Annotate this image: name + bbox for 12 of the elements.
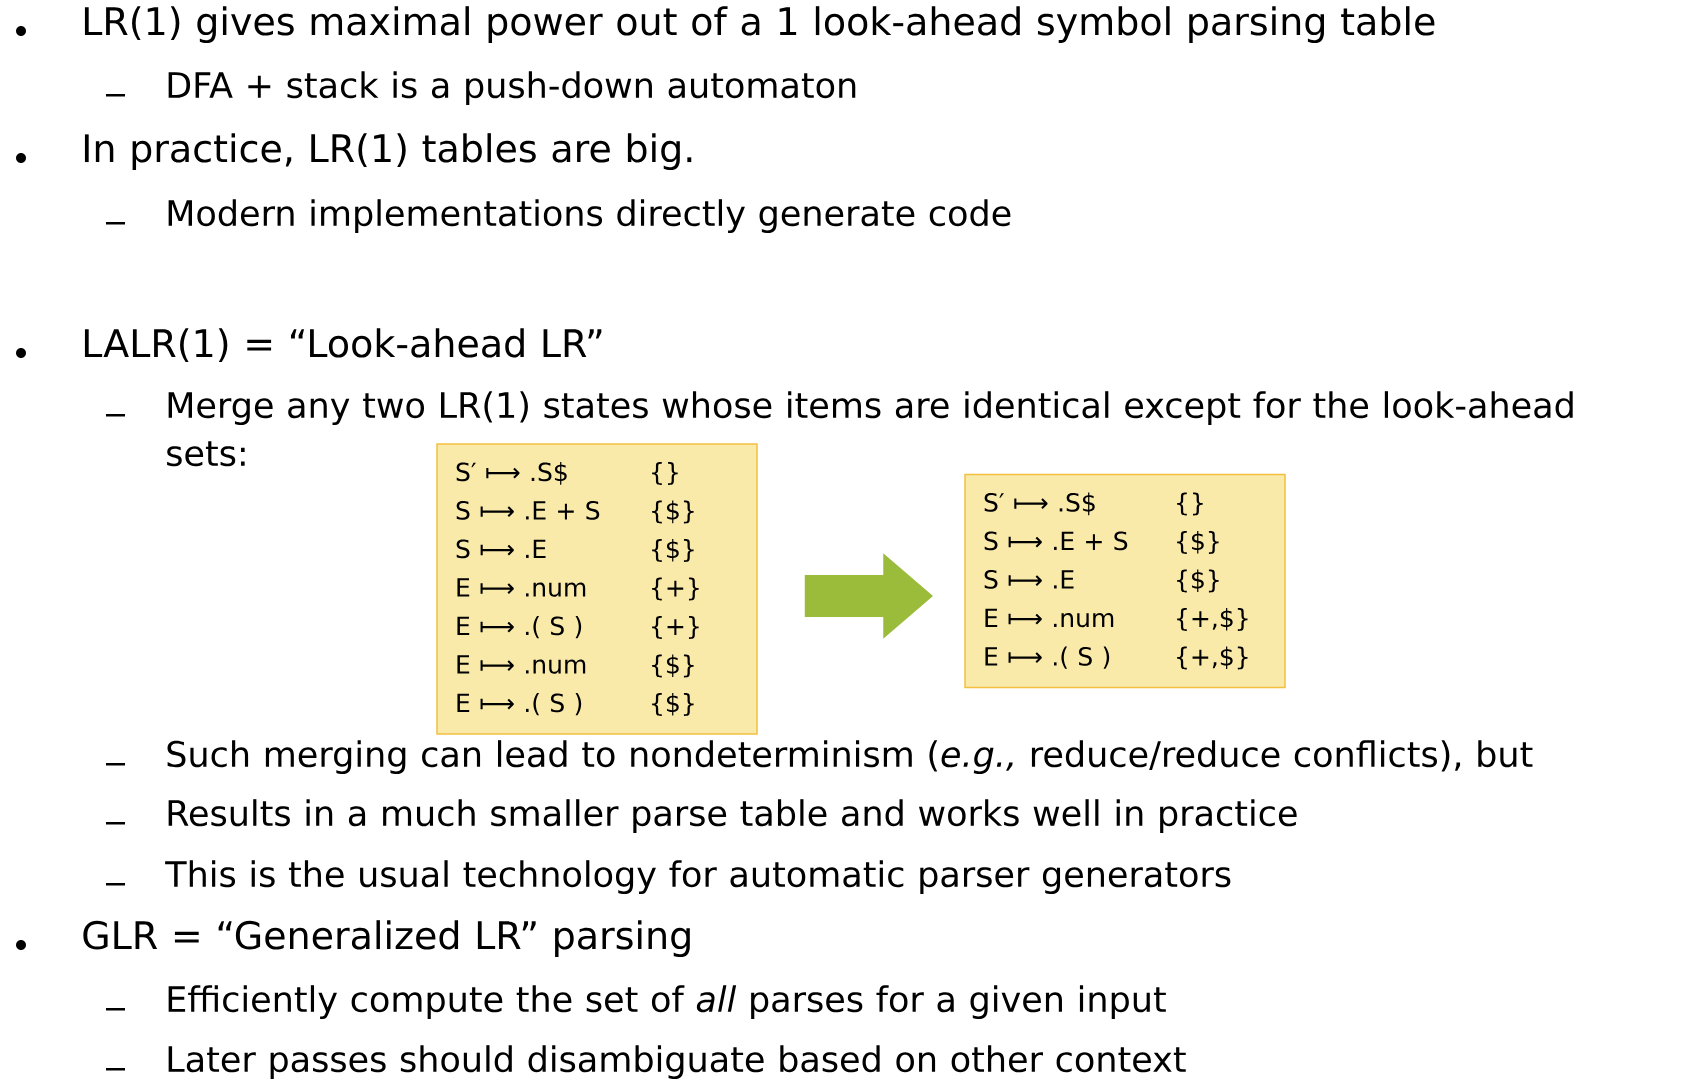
bullet-text: LALR(1) = “Look-ahead LR” bbox=[84, 328, 602, 363]
sub-bullet-text: Modern implementations directly generate code bbox=[168, 199, 1011, 234]
sub-bullet-text: DFA + stack is a push-down automaton bbox=[168, 71, 856, 106]
item-set-box: S′ ⟼ .S$ {} S ⟼ .E + S {$} S ⟼ .E {$} E ⟼ .num {+,$} E ⟼ .( S ) {+,$} bbox=[964, 473, 1286, 689]
bullet-text: In practice, LR(1) tables are big. bbox=[84, 133, 692, 170]
bullet-text: LR(1) gives maximal power out of a 1 look-ahead symbol parsing table bbox=[84, 6, 1435, 43]
sub-bullet-text: Results in a much smaller parse table and works well in practice bbox=[168, 799, 1297, 834]
sub-bullet-text: Later passes should disambiguate based on other context bbox=[168, 1045, 1186, 1080]
sub-bullet-text: Efficiently compute the set of all parses for a given input bbox=[168, 985, 1166, 1020]
bullet-text: GLR = “Generalized LR” parsing bbox=[83, 920, 690, 957]
sub-bullet-text: This is the usual technology for automatic parser generators bbox=[165, 860, 1231, 895]
sub-bullet-text: Such merging can lead to nondeterminism (e.g., reduce/reduce conflicts), but bbox=[167, 740, 1533, 775]
